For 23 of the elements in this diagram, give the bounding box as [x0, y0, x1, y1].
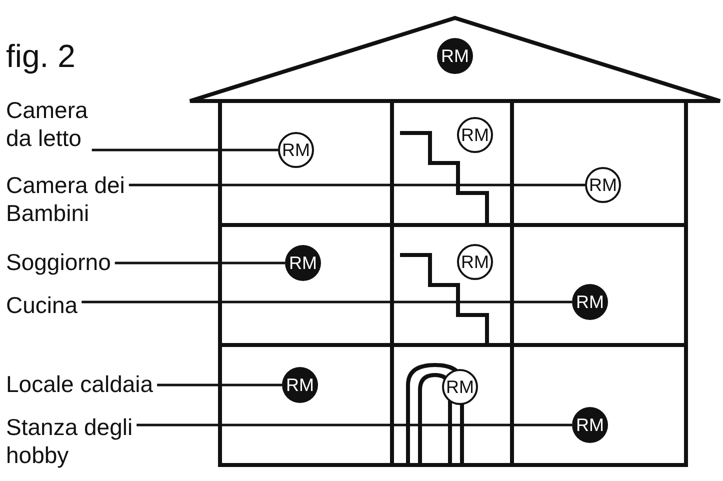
detector-circle: RM	[442, 369, 478, 405]
detector-circle: RM	[572, 407, 608, 443]
leader-line	[92, 148, 278, 152]
detector-circle: RM	[457, 117, 493, 153]
room-label: Camera dei Bambini	[6, 171, 131, 227]
leader-line	[157, 384, 282, 386]
detector-circle: RM	[278, 132, 314, 168]
leader-line	[114, 262, 285, 264]
detector-circle: RM	[572, 284, 608, 320]
leader-line	[128, 184, 585, 186]
room-label: Camera da letto	[6, 96, 101, 152]
room-label: Locale caldaia	[6, 370, 154, 398]
detector-circle: RM	[437, 38, 473, 74]
room-label: Soggiorno	[6, 248, 111, 276]
detector-circle: RM	[585, 167, 621, 203]
detector-circle: RM	[457, 244, 493, 280]
room-label: Stanza degli hobby	[6, 413, 141, 469]
leader-line	[136, 424, 572, 426]
leader-line	[82, 300, 572, 304]
detector-circle: RM	[282, 367, 318, 403]
room-label: Cucina	[6, 291, 78, 319]
detector-circle: RM	[285, 245, 321, 281]
figure-title: fig. 2	[6, 37, 76, 76]
